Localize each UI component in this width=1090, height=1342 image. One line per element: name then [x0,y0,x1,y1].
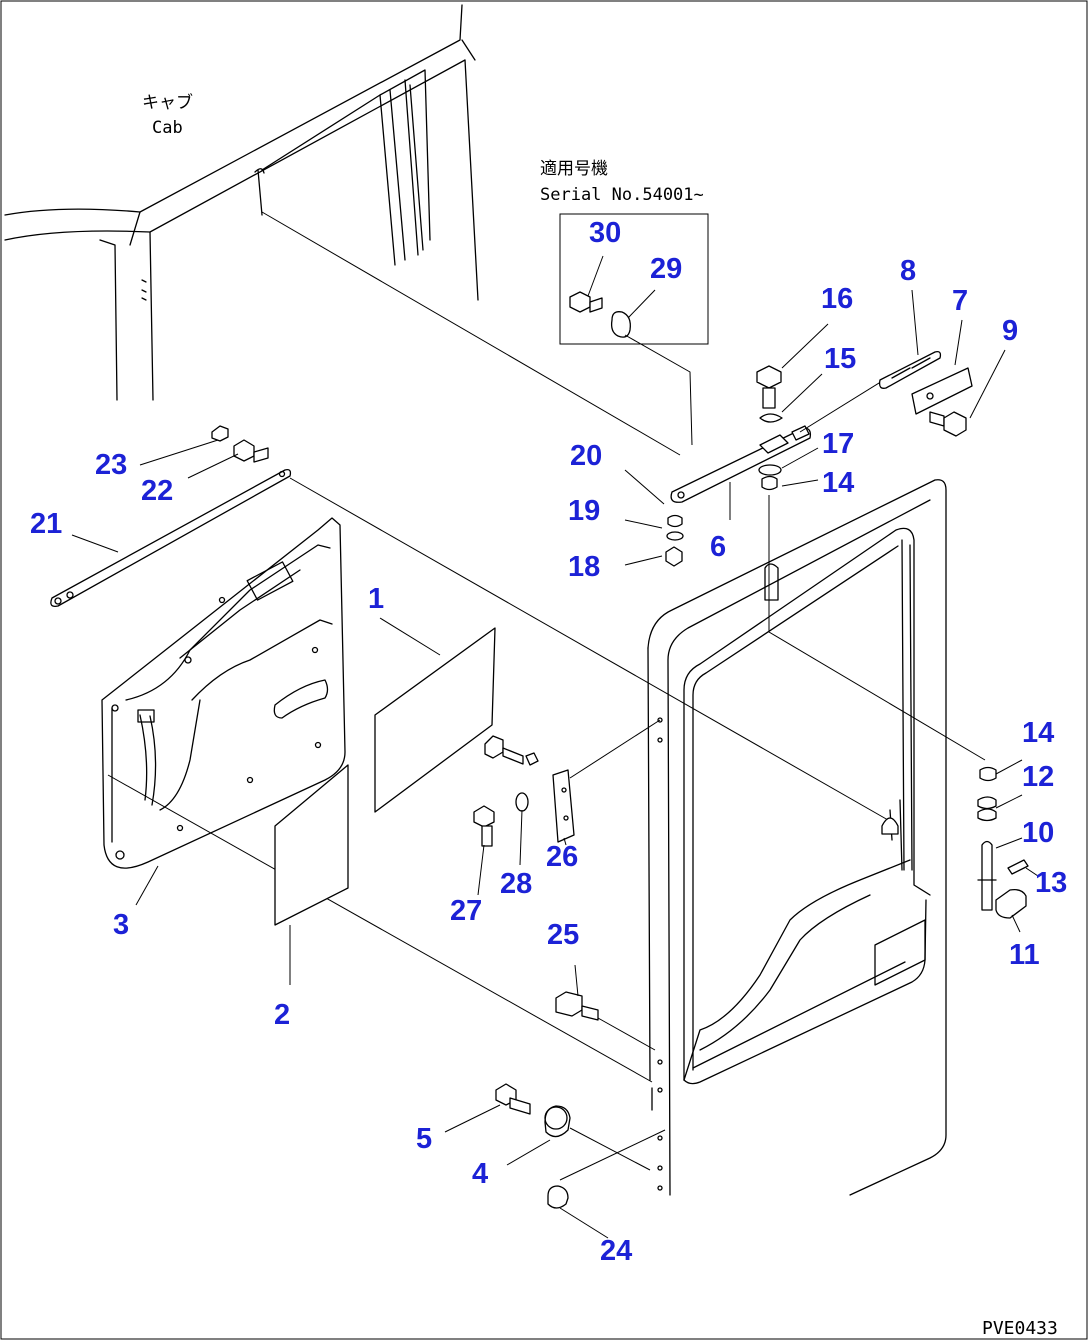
leader-stopper-base [559,1129,666,1181]
callout-16: 16 [821,283,853,315]
callout-8: 8 [900,255,916,287]
callout-17: 17 [822,428,854,460]
callout-20: 20 [570,440,602,472]
cab-note-english: Cab [152,118,183,138]
callout-11: 11 [1009,939,1040,971]
leader-lock-bolt [597,1017,656,1051]
callout-7: 7 [952,285,968,317]
part-1-sheet [374,627,496,813]
part-23-nut [211,425,229,442]
part-19-washer [666,531,684,541]
callout-6: 6 [710,531,726,563]
leader-box-to-stay [624,334,693,446]
cab-note-japanese: キャブ [142,92,193,113]
leader-link-to-door [289,477,889,821]
part-20-bushing [667,514,683,528]
callout-leaders [71,255,1039,1239]
callout-19: 19 [568,495,600,527]
leader-stopper [569,1127,651,1171]
callout-13: 13 [1035,867,1067,899]
part-29-collar [610,311,631,338]
part-28-washer [515,792,529,812]
callout-10: 10 [1022,817,1054,849]
callout-23: 23 [95,449,127,481]
part-15-washer [759,413,783,423]
callout-3: 3 [113,909,129,941]
drawing-code: PVE0433 [982,1318,1058,1339]
part-13-clip [1007,859,1029,875]
callout-28: 28 [500,868,532,900]
part-4-rubber-stopper [544,1105,571,1138]
callout-21: 21 [30,508,62,540]
leader-cab-to-stay [261,211,681,456]
part-3-door-trim [101,517,346,869]
part-27-bolt [473,805,495,847]
part-21-link [50,468,292,607]
part-7-bracket [911,367,973,415]
part-11-knob [995,888,1027,919]
leader-trim-to-door [107,774,653,1083]
callout-25: 25 [547,919,579,951]
part-24-cap [547,1185,569,1209]
part-16-bolt [756,365,782,409]
callout-29: 29 [650,253,682,285]
callout-26: 26 [546,841,578,873]
part-8-plate [878,350,942,389]
callout-15: 15 [824,343,856,375]
part-14-bushing-top [761,475,778,491]
callout-14-upper: 14 [822,467,854,499]
serial-parts-box [559,213,709,345]
callout-22: 22 [141,475,173,507]
part-18-nut [665,546,683,567]
callout-14-lower: 14 [1022,717,1054,749]
part-bolt-upper [484,735,539,766]
part-14-bushing-bottom [979,766,997,782]
cab-outline [4,4,479,401]
callout-2: 2 [274,999,290,1031]
callout-30: 30 [589,217,621,249]
callout-27: 27 [450,895,482,927]
part-30-bolt [569,291,603,313]
callout-1: 1 [368,583,384,615]
serial-note-english: Serial No.54001~ [540,185,704,205]
part-25-bolt [555,991,599,1021]
part-10-pin [977,840,997,911]
part-6-door-stay [670,425,812,503]
callout-18: 18 [568,551,600,583]
callout-5: 5 [416,1123,432,1155]
part-12-spring [977,796,997,822]
callout-24: 24 [600,1235,632,1267]
part-5-bolt [495,1083,531,1115]
callout-4: 4 [472,1158,488,1190]
part-9-bolt [929,411,967,437]
callout-12: 12 [1022,761,1054,793]
part-22-bolt [233,439,269,463]
callout-9: 9 [1002,315,1018,347]
part-2-sheet [274,764,349,926]
serial-note-japanese: 適用号機 [540,159,608,179]
door-frame [647,479,947,1196]
part-26-striker [552,769,575,843]
leader-hinge-pin [768,495,986,761]
part-17-washer [758,464,782,476]
leader-striker-to-door [569,719,661,779]
callout-numbers: 30 29 16 8 7 9 15 17 14 20 19 18 6 23 22… [30,217,1067,1267]
